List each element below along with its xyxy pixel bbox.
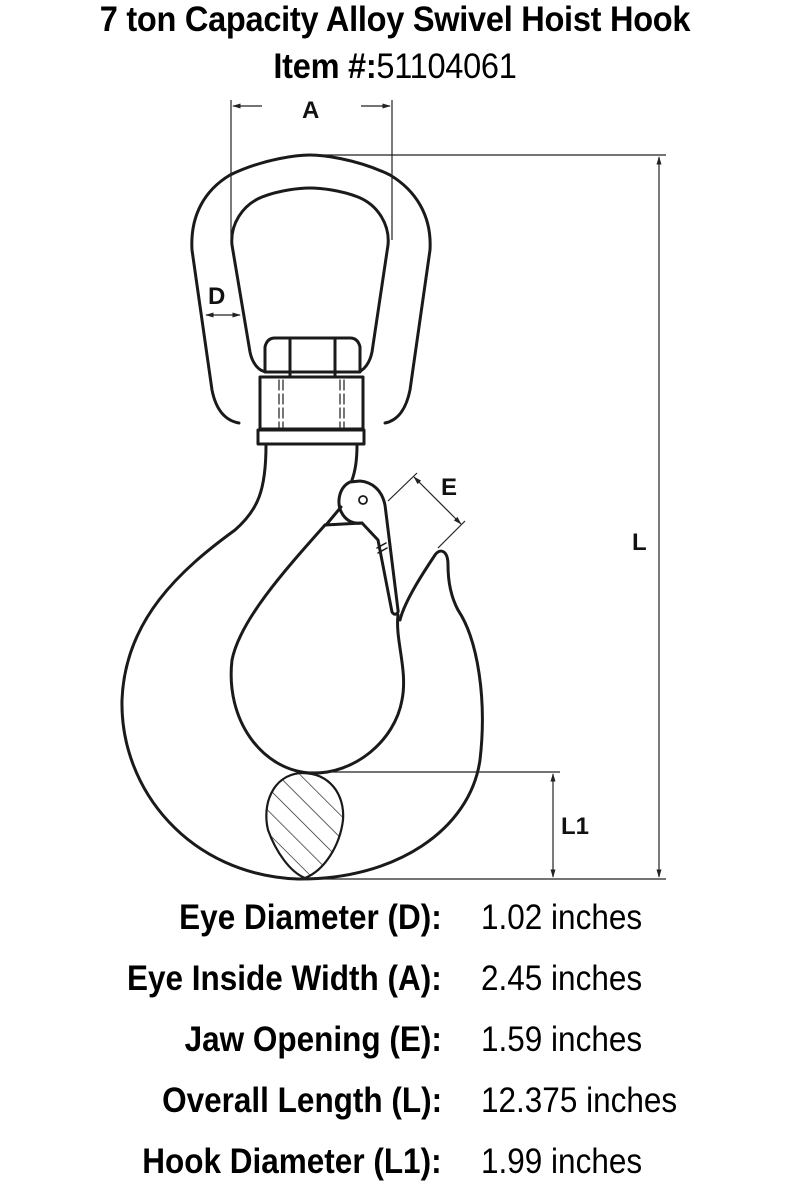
spec-label: Overall Length (L): xyxy=(161,1081,442,1120)
spec-row-jaw-opening: Jaw Opening (E): 1.59 inches xyxy=(0,1020,790,1070)
hook-dimension-diagram: A D E L L1 xyxy=(0,90,790,890)
spec-label: Eye Inside Width (A): xyxy=(127,959,442,998)
dim-label-a: A xyxy=(302,97,319,124)
spec-value: 1.59 inches xyxy=(481,1020,643,1059)
item-number-line: Item #:51104061 xyxy=(28,47,763,87)
spec-label: Hook Diameter (L1): xyxy=(142,1142,442,1181)
dim-label-l1: L1 xyxy=(561,813,589,840)
dim-label-l: L xyxy=(632,529,647,556)
item-number-value: 51104061 xyxy=(376,47,517,86)
spec-value: 12.375 inches xyxy=(481,1081,678,1120)
spec-row-eye-inside-width: Eye Inside Width (A): 2.45 inches xyxy=(0,959,790,1009)
hook-body-icon xyxy=(120,443,484,881)
spec-label: Eye Diameter (D): xyxy=(179,898,442,937)
item-number-label: Item #: xyxy=(273,47,377,86)
spec-row-hook-diameter: Hook Diameter (L1): 1.99 inches xyxy=(0,1142,790,1192)
hook-section-icon xyxy=(265,771,345,880)
dimension-lines-icon xyxy=(205,100,666,880)
dim-label-d: D xyxy=(208,283,225,310)
spec-value: 1.99 inches xyxy=(481,1142,643,1181)
spec-value: 1.02 inches xyxy=(481,898,643,937)
spec-row-eye-diameter: Eye Diameter (D): 1.02 inches xyxy=(0,898,790,948)
spec-row-overall-length: Overall Length (L): 12.375 inches xyxy=(0,1081,790,1131)
spec-label: Jaw Opening (E): xyxy=(184,1020,442,1059)
dim-label-e: E xyxy=(441,474,457,501)
spec-value: 2.45 inches xyxy=(481,959,643,998)
swivel-eye-icon xyxy=(190,153,432,446)
product-title: 7 ton Capacity Alloy Swivel Hoist Hook xyxy=(99,0,691,39)
